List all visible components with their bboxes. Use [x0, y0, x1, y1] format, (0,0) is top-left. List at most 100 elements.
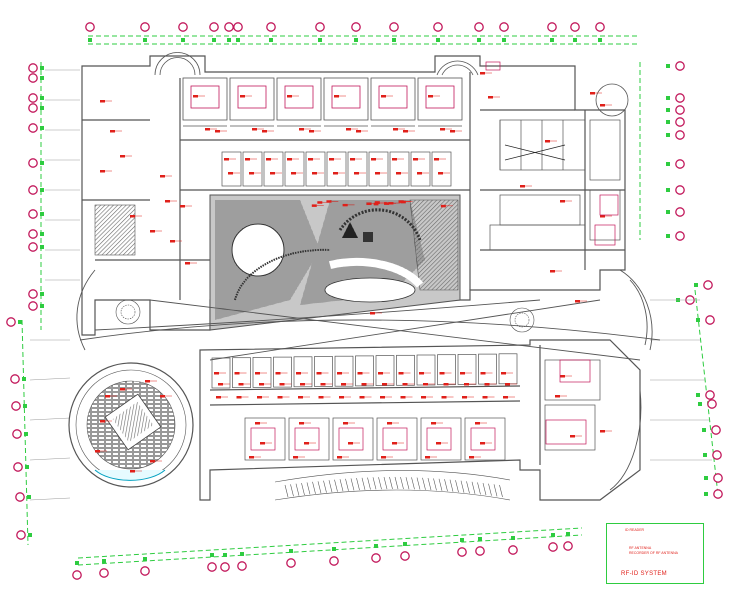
small-room	[242, 151, 263, 187]
rf-device	[482, 396, 488, 399]
parking-stall	[449, 479, 454, 492]
parking-stall	[312, 481, 316, 494]
grid-tick	[40, 106, 44, 110]
grid-tick	[40, 126, 44, 130]
grid-bubble	[351, 22, 361, 32]
parking-stall	[317, 481, 322, 494]
grid-bubble	[675, 93, 685, 103]
rf-device	[425, 456, 430, 459]
rf-device	[299, 422, 304, 425]
rf-device	[287, 158, 292, 161]
grid-tick	[704, 492, 708, 496]
parking-stall	[427, 477, 432, 491]
grid-bubble	[28, 73, 38, 83]
rf-device	[400, 200, 406, 204]
rf-device	[370, 312, 375, 315]
grid-tick	[694, 283, 698, 287]
grid-tick	[511, 536, 515, 540]
grid-bubble	[266, 22, 276, 32]
grid-tick	[704, 476, 708, 480]
rf-device	[185, 262, 190, 265]
circular-auditorium	[68, 362, 194, 488]
grid-bubble	[140, 566, 150, 576]
rf-device	[396, 172, 401, 175]
apartment-inner	[378, 85, 408, 109]
rf-device	[298, 396, 303, 399]
grid-tick	[88, 38, 92, 42]
grid-bubble	[220, 562, 230, 572]
rf-device	[439, 372, 445, 375]
rf-device	[326, 200, 332, 203]
grid-reference-lines	[29, 69, 712, 501]
grid-bubble	[474, 22, 484, 32]
rf-device	[475, 422, 480, 425]
rf-device	[320, 383, 326, 386]
rf-device	[255, 422, 260, 425]
rf-device	[431, 422, 436, 425]
rf-device	[366, 202, 372, 206]
grid-tick	[28, 533, 32, 537]
rf-device	[346, 128, 351, 131]
rf-device	[382, 383, 387, 386]
rf-device	[469, 456, 474, 459]
legend-entry-rf-antenna: RF ANTENNA	[629, 546, 652, 550]
grid-tick	[703, 453, 707, 457]
rf-device	[255, 372, 260, 375]
grid-bubble	[475, 546, 485, 556]
rf-device	[443, 383, 449, 386]
rf-device	[503, 396, 508, 399]
rf-device	[381, 95, 386, 98]
grid-bubble	[570, 22, 580, 32]
rf-device	[480, 372, 486, 375]
south-room	[457, 354, 477, 385]
grid-bubble	[6, 317, 16, 327]
top-grid-bubbles	[85, 22, 605, 42]
grid-tick	[666, 188, 670, 192]
grid-bubble	[140, 22, 150, 32]
rf-device	[348, 442, 353, 445]
parking-stall	[411, 477, 415, 490]
parking-stall	[334, 479, 338, 492]
rf-device	[520, 185, 525, 188]
apartment-inner	[331, 85, 361, 109]
rf-device	[464, 383, 469, 386]
grid-bubble	[675, 61, 685, 71]
grid-tick	[696, 393, 700, 397]
grid-bubble	[72, 570, 82, 580]
rf-device	[403, 130, 408, 133]
grid-bubble	[705, 390, 715, 400]
rf-device	[600, 215, 605, 218]
rf-device	[234, 372, 240, 375]
grid-bubble	[207, 562, 217, 572]
grid-tick	[332, 547, 336, 551]
rf-device	[110, 130, 115, 133]
parking-stall	[488, 483, 492, 496]
rf-device	[373, 202, 379, 206]
grid-tick	[40, 232, 44, 236]
annotated-room	[559, 359, 591, 383]
grid-tick	[27, 495, 31, 499]
rf-device	[160, 395, 165, 398]
grid-tick	[269, 38, 273, 42]
rf-device	[312, 172, 317, 175]
parking-stall	[284, 484, 289, 498]
grid-tick	[240, 552, 244, 556]
rf-device	[262, 130, 267, 133]
rf-device	[333, 172, 338, 175]
grid-tick	[143, 557, 147, 561]
rf-device	[428, 95, 433, 98]
rf-device	[277, 396, 283, 399]
grid-tick	[40, 292, 44, 296]
grid-bubble	[457, 547, 467, 557]
small-room	[326, 151, 347, 187]
rf-device	[316, 372, 322, 375]
grid-tick	[478, 537, 482, 541]
rf-device	[413, 158, 418, 161]
parking-stall	[345, 478, 349, 491]
rf-device	[600, 104, 605, 107]
grid-bubble	[28, 209, 38, 219]
rf-device	[375, 172, 380, 175]
grid-tick	[666, 210, 670, 214]
grid-tick	[550, 38, 554, 42]
